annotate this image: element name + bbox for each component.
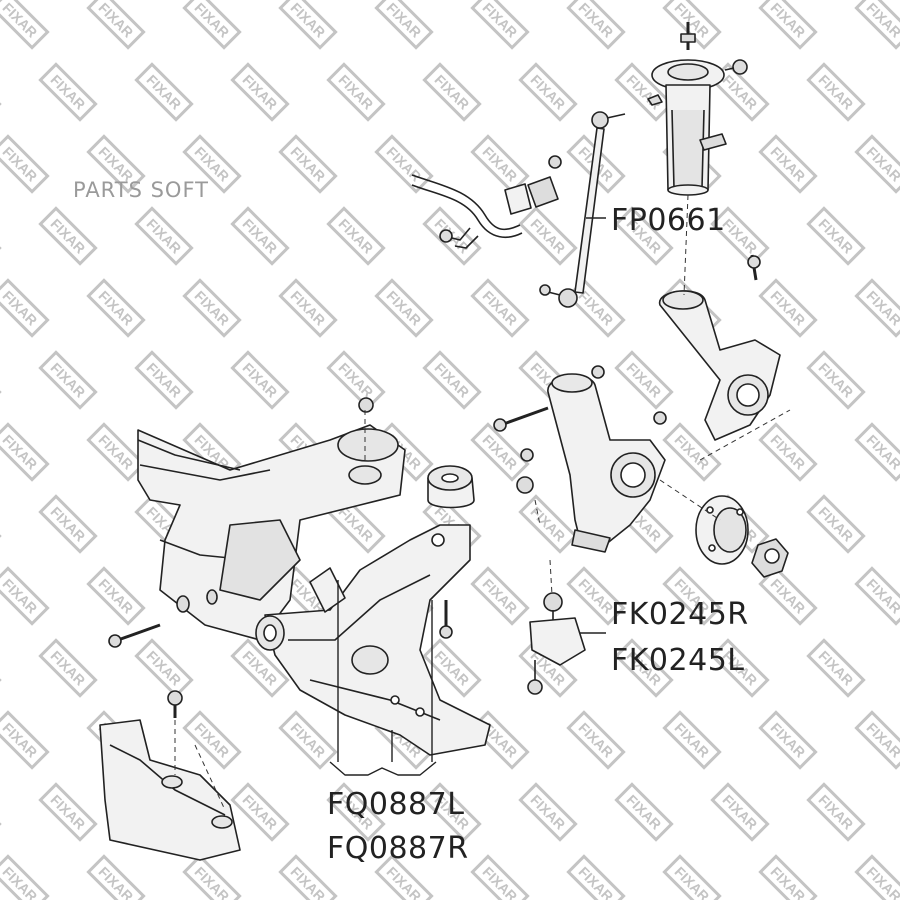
- part-number-control-arm-left[interactable]: FQ0887L: [327, 787, 465, 822]
- stabilizer-bar: [411, 174, 523, 249]
- assembly-guides: [174, 194, 791, 811]
- wheel-hub: [695, 495, 789, 578]
- subframe: [108, 397, 406, 648]
- heat-shield: [99, 690, 241, 861]
- part-number-strut[interactable]: FP0661: [611, 203, 726, 238]
- front-bushing: [309, 567, 346, 613]
- stabilizer-clamp: [527, 176, 559, 208]
- part-number-ball-joint-right[interactable]: FK0245R: [611, 597, 749, 632]
- brand-watermark: PARTS SOFT: [73, 178, 209, 202]
- part-number-control-arm-right[interactable]: FQ0887R: [327, 831, 469, 866]
- stabilizer-bushing: [504, 183, 532, 215]
- stabilizer-link: [539, 111, 626, 308]
- lower-steering-knuckle: [493, 365, 667, 553]
- callout-leaders: [329, 217, 606, 776]
- control-arm: [255, 524, 491, 756]
- part-number-ball-joint-left[interactable]: FK0245L: [611, 643, 745, 678]
- strut-assembly: [647, 22, 748, 196]
- upper-steering-knuckle: [659, 254, 781, 441]
- rear-bushing: [427, 465, 475, 509]
- ball-joint: [527, 592, 586, 695]
